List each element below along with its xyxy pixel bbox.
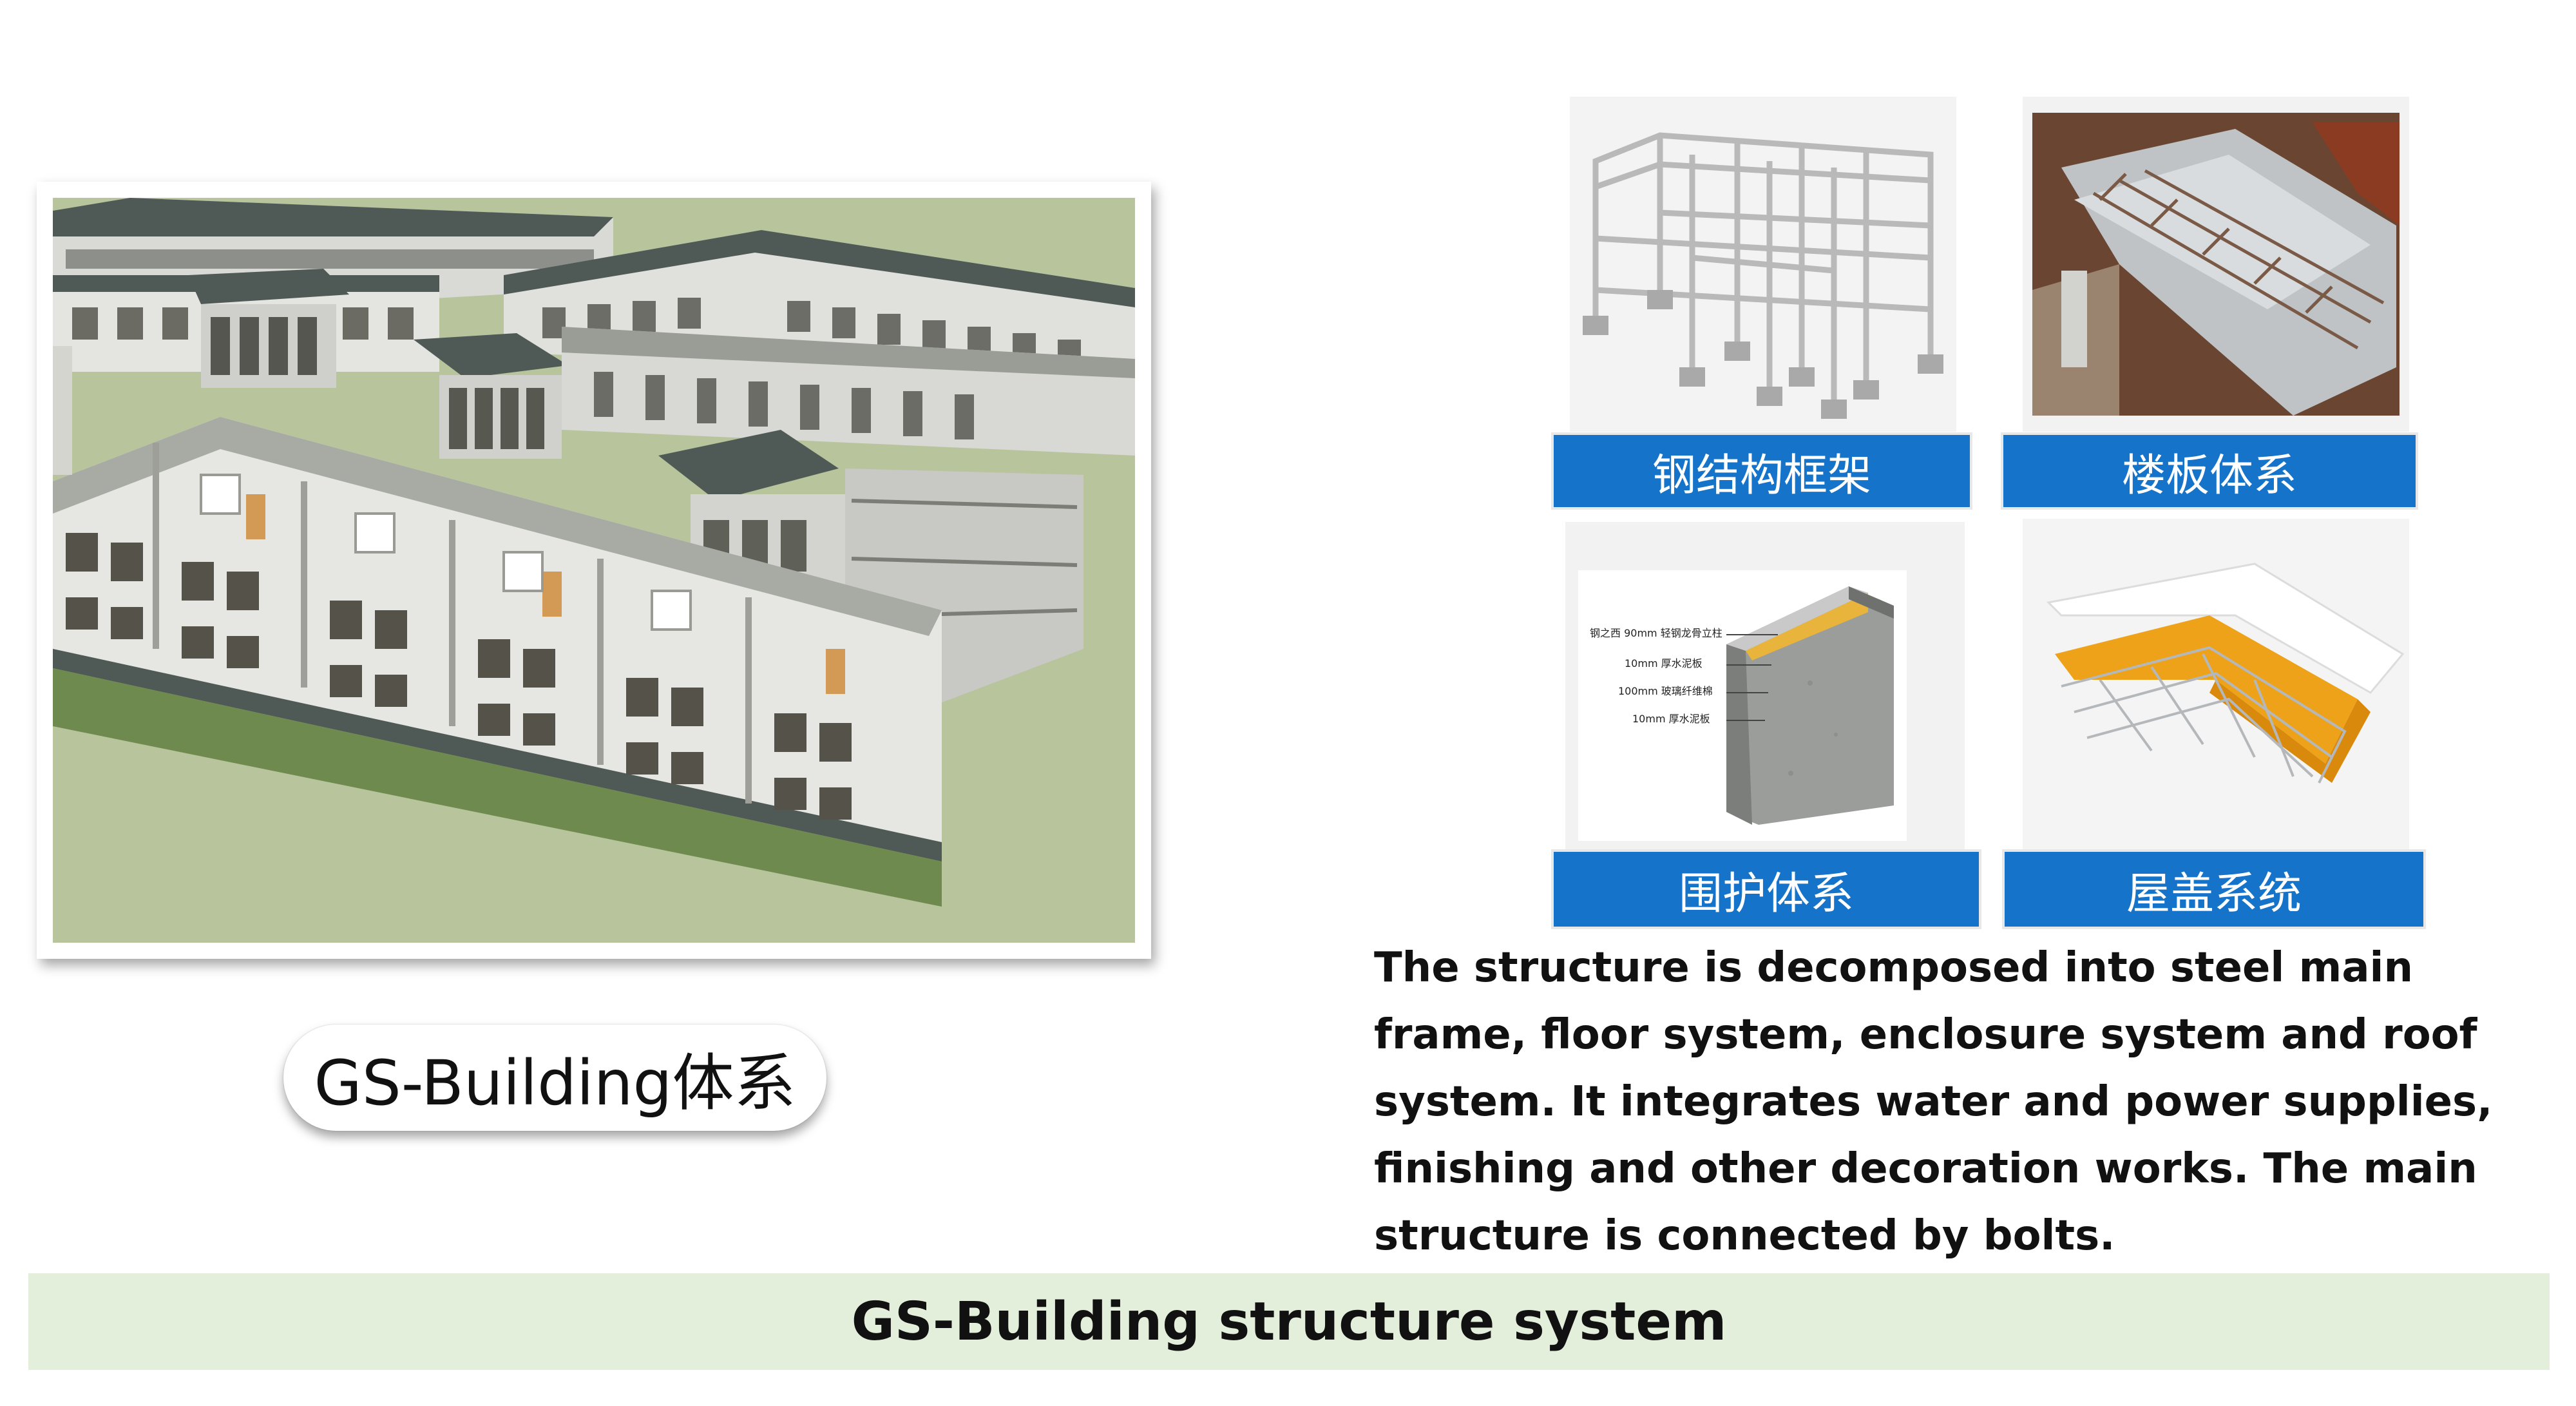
wall-note-1: 钢之西 90mm 轻钢龙骨立柱 [1590, 627, 1722, 639]
footer-title: GS-Building structure system [28, 1273, 2550, 1370]
wall-note-3: 100mm 玻璃纤维棉 [1618, 685, 1713, 697]
building-render-frame [37, 182, 1151, 959]
floor-deck-image [2032, 113, 2399, 416]
tile-wall-section: 钢之西 90mm 轻钢龙骨立柱 10mm 厚水泥板 100mm 玻璃纤维棉 10… [1565, 522, 1965, 857]
roof-layers-image [2023, 519, 2409, 854]
steel-frame-image [1570, 97, 1956, 432]
building-render-image [53, 198, 1135, 943]
tile-label-roof-layers: 屋盖系统 [2005, 852, 2423, 927]
tile-label-floor-deck: 楼板体系 [2003, 435, 2416, 507]
tile-roof-layers [2023, 519, 2409, 854]
building-system-caption: GS-Building体系 [283, 1025, 826, 1131]
far-building-block [53, 198, 613, 388]
tile-floor-deck [2023, 97, 2409, 432]
wall-section-image: 钢之西 90mm 轻钢龙骨立柱 10mm 厚水泥板 100mm 玻璃纤维棉 10… [1565, 522, 1965, 857]
structure-description: The structure is decomposed into steel m… [1374, 944, 2493, 1260]
middle-pavilion [414, 327, 1135, 459]
wall-note-4: 10mm 厚水泥板 [1632, 713, 1710, 725]
wall-note-2: 10mm 厚水泥板 [1625, 657, 1703, 669]
tile-steel-frame [1570, 97, 1956, 432]
front-building [53, 417, 942, 907]
tile-label-wall-section: 围护体系 [1554, 852, 1979, 927]
tile-label-steel-frame: 钢结构框架 [1554, 435, 1970, 507]
